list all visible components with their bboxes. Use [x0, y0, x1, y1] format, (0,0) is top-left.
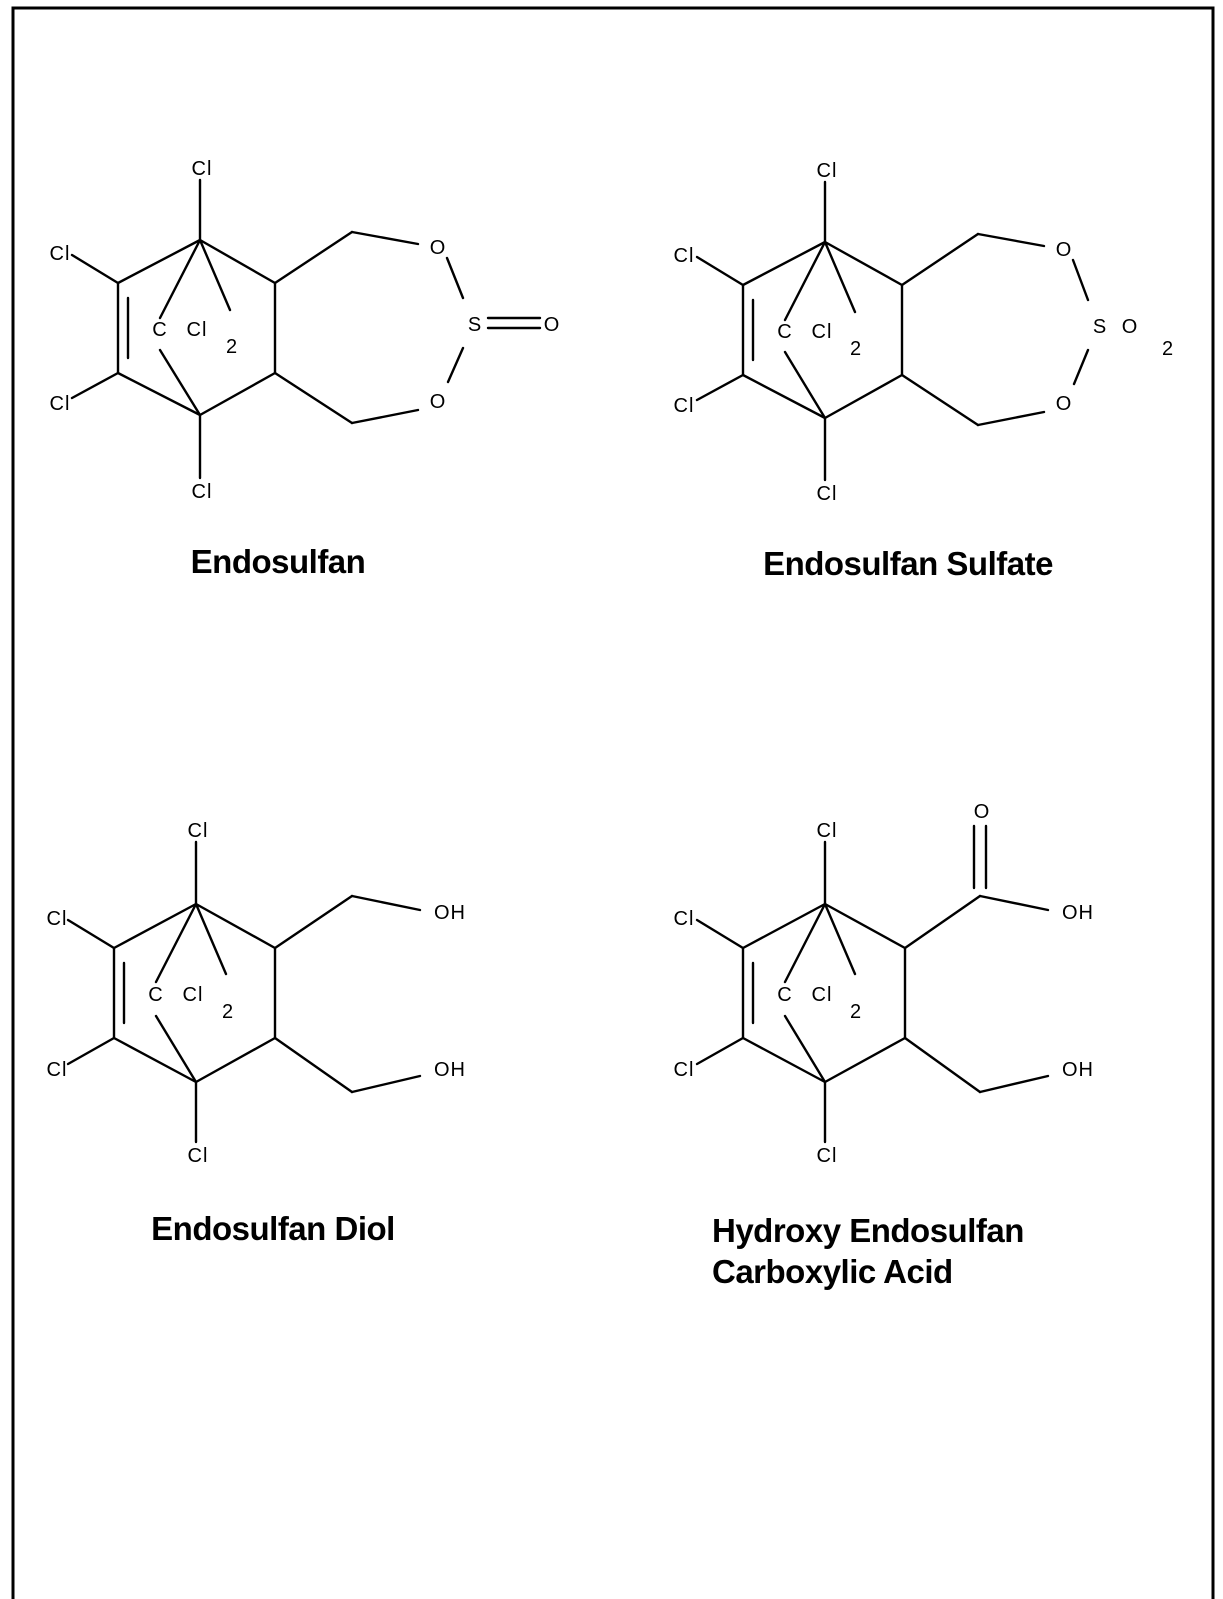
atom-bridge-c: C: [777, 984, 792, 1006]
atom-o-lower: O: [1056, 393, 1073, 415]
atom-oh-hydroxymethyl: OH: [1062, 1059, 1094, 1081]
structure-endosulfan: Cl Cl Cl Cl C Cl 2 O O S O Endosulfan: [50, 158, 561, 580]
atom-cl-upper-left: Cl: [674, 908, 695, 930]
atom-sulfate-sub2: 2: [1162, 338, 1174, 360]
atom-cl-upper-left: Cl: [50, 243, 71, 265]
atom-bridge-c: C: [148, 984, 163, 1006]
caption-line-1: Hydroxy Endosulfan: [712, 1212, 1024, 1249]
structure-endosulfan-sulfate: Cl Cl Cl Cl C Cl 2 O O S O 2 Endosulfan …: [674, 160, 1174, 582]
atom-o-double: O: [544, 314, 561, 336]
caption-endosulfan: Endosulfan: [191, 543, 366, 580]
bonds: [695, 824, 1050, 1144]
structure-hydroxy-endosulfan-carboxylic-acid: Cl Cl Cl Cl C Cl 2 O OH OH Hydroxy Endos…: [674, 801, 1094, 1290]
atom-s: S: [468, 314, 482, 336]
caption-endosulfan-sulfate: Endosulfan Sulfate: [763, 545, 1053, 582]
atom-o-upper: O: [430, 237, 447, 259]
atom-cl-lower-left: Cl: [674, 1059, 695, 1081]
atom-cl-upper-left: Cl: [674, 245, 695, 267]
atom-cl-top: Cl: [817, 820, 838, 842]
atom-cl-lower-left: Cl: [50, 393, 71, 415]
atom-bridge-cl: Cl: [812, 984, 833, 1006]
page-frame: [11, 6, 1215, 1599]
atom-oh-upper: OH: [434, 902, 466, 924]
atom-bridge-cl: Cl: [812, 321, 833, 343]
atom-cl-bottom: Cl: [817, 483, 838, 505]
atom-cl-top: Cl: [192, 158, 213, 180]
atom-bridge-sub2: 2: [222, 1001, 234, 1023]
atom-o-lower: O: [430, 391, 447, 413]
atom-bridge-sub2: 2: [850, 338, 862, 360]
bonds: [66, 840, 422, 1144]
structure-endosulfan-diol: Cl Cl Cl Cl C Cl 2 OH OH Endosulfan Diol: [47, 820, 466, 1247]
atom-oh-lower: OH: [434, 1059, 466, 1081]
atom-bridge-sub2: 2: [226, 336, 238, 358]
atom-o-carbonyl: O: [974, 801, 991, 823]
bonds: [70, 178, 542, 480]
atom-cl-upper-left: Cl: [47, 908, 68, 930]
atom-bridge-cl: Cl: [183, 984, 204, 1006]
atom-bridge-cl: Cl: [187, 319, 208, 341]
atom-cl-lower-left: Cl: [47, 1059, 68, 1081]
atom-cl-top: Cl: [188, 820, 209, 842]
atom-o-upper: O: [1056, 239, 1073, 261]
atom-bridge-sub2: 2: [850, 1001, 862, 1023]
atom-cl-bottom: Cl: [192, 481, 213, 503]
atom-oh-acid: OH: [1062, 902, 1094, 924]
atom-bridge-c: C: [777, 321, 792, 343]
bonds: [695, 180, 1090, 482]
caption-line-2: Carboxylic Acid: [712, 1253, 953, 1290]
atom-cl-bottom: Cl: [817, 1145, 838, 1167]
atom-cl-top: Cl: [817, 160, 838, 182]
atom-cl-lower-left: Cl: [674, 395, 695, 417]
caption-endosulfan-diol: Endosulfan Diol: [151, 1210, 395, 1247]
atom-bridge-c: C: [152, 319, 167, 341]
atom-o-sulfate: O: [1122, 316, 1139, 338]
atom-cl-bottom: Cl: [188, 1145, 209, 1167]
atom-s: S: [1093, 316, 1107, 338]
